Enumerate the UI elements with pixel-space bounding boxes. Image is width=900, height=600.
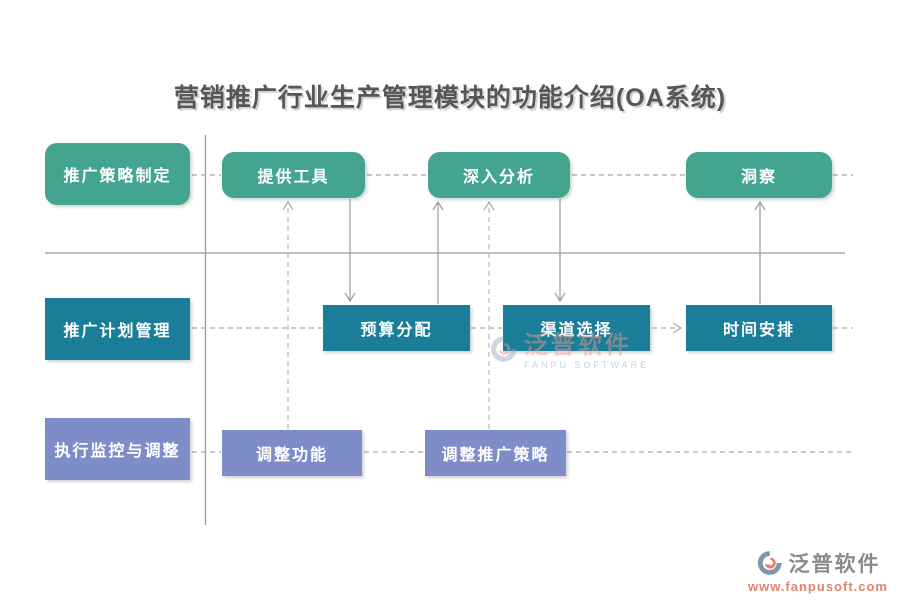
node-insight: 洞察 (686, 152, 832, 198)
node-deep-analysis: 深入分析 (428, 152, 570, 198)
node-adjust-function: 调整功能 (222, 430, 362, 476)
watermark-footer: 泛普软件 www.fanpusoft.com (748, 548, 888, 594)
watermark-center: 泛普软件 FANPU SOFTWARE (488, 334, 649, 370)
lane-label-monitor-adjust: 执行监控与调整 (45, 418, 190, 480)
lane-label-strategy: 推广策略制定 (45, 143, 190, 205)
fanpu-logo-icon (758, 551, 783, 575)
watermark-footer-name: 泛普软件 (788, 553, 881, 576)
watermark-center-subtitle: FANPU SOFTWARE (524, 360, 650, 370)
node-budget-allocation: 预算分配 (323, 305, 470, 351)
page-title: 营销推广行业生产管理模块的功能介绍(OA系统) (173, 84, 727, 112)
node-adjust-strategy: 调整推广策略 (425, 430, 566, 476)
node-provide-tools: 提供工具 (222, 152, 365, 198)
fanpu-logo-icon (491, 336, 517, 362)
node-time-schedule: 时间安排 (686, 305, 832, 351)
watermark-footer-url: www.fanpusoft.com (747, 579, 888, 594)
node-channel-selection: 渠道选择 (503, 305, 650, 351)
watermark-center-name: 泛普软件 (524, 332, 632, 359)
lane-label-plan-management: 推广计划管理 (45, 298, 190, 360)
